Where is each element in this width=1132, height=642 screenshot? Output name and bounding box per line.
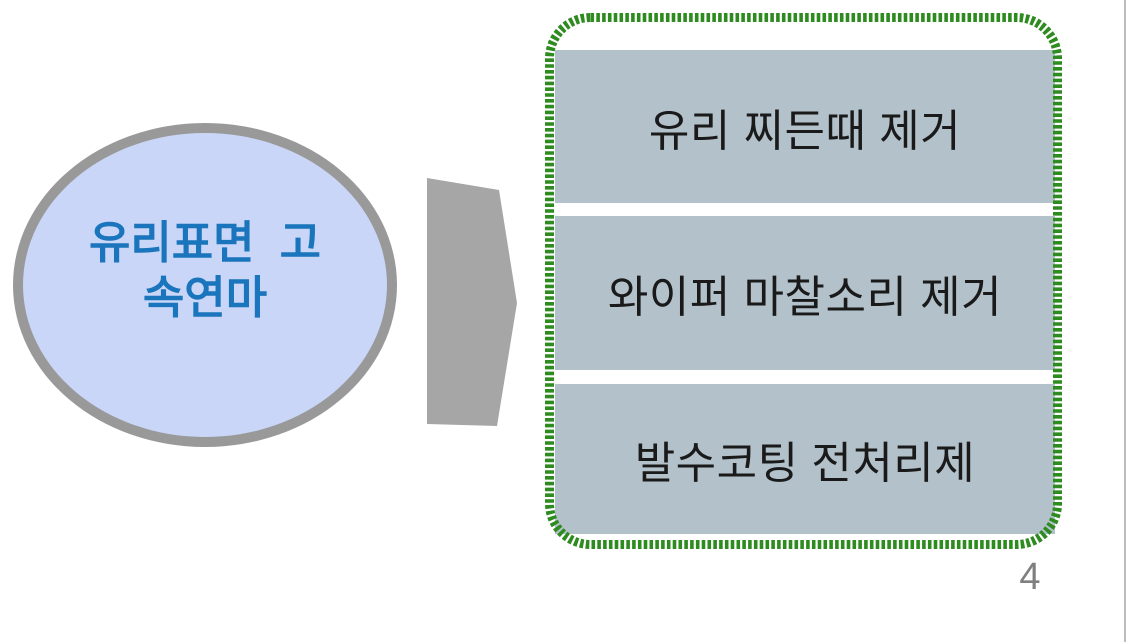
- benefit-label-2: 와이퍼 마찰소리 제거: [607, 273, 1003, 322]
- slide-edge-line: [1124, 0, 1126, 642]
- benefit-box-1: 유리 찌든때 제거: [555, 50, 1055, 203]
- benefits-group: 유리 찌든때 제거 와이퍼 마찰소리 제거 발수코팅 전처리제: [545, 13, 1062, 550]
- benefit-box-3: 발수코팅 전처리제: [555, 384, 1055, 534]
- benefit-label-1: 유리 찌든때 제거: [648, 106, 962, 156]
- ellipse-label-line2: 속연마: [142, 272, 268, 323]
- benefit-label-3: 발수코팅 전처리제: [634, 439, 976, 488]
- page-number: 4: [1019, 556, 1041, 598]
- ellipse-label-line1: 유리표면 고: [88, 217, 321, 269]
- benefit-box-2: 와이퍼 마찰소리 제거: [555, 216, 1055, 370]
- right-arrow-icon: [427, 178, 517, 426]
